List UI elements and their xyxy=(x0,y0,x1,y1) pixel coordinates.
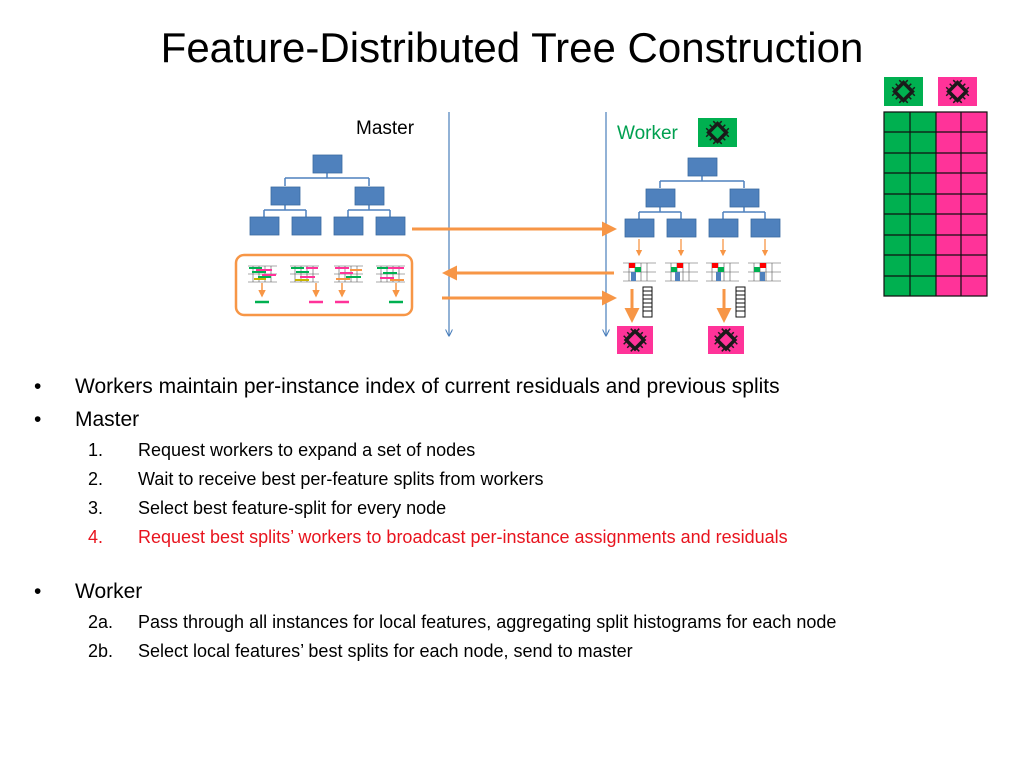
index-list-icon xyxy=(642,286,653,318)
bullet-item: • Workers maintain per-instance index of… xyxy=(0,370,1024,403)
master-histogram-box xyxy=(234,253,414,317)
chip-icon-green xyxy=(698,118,737,147)
tree-node xyxy=(333,216,364,236)
master-label: Master xyxy=(356,118,415,139)
tree-node xyxy=(312,154,343,174)
chip-icon-pink xyxy=(708,326,744,354)
tree-node xyxy=(708,218,739,238)
worker-step: 2b. Select local features’ best splits f… xyxy=(88,641,633,661)
master-heading: Master xyxy=(75,408,140,431)
worker-step: 2a. Pass through all instances for local… xyxy=(88,612,837,632)
tree-node xyxy=(645,188,676,208)
tree-node xyxy=(270,186,301,206)
master-step: 2. Wait to receive best per-feature spli… xyxy=(88,469,544,489)
bullet-item: • Master xyxy=(0,403,1024,436)
bullet-list: • Workers maintain per-instance index of… xyxy=(0,370,1024,666)
tree-node xyxy=(666,218,697,238)
tree-node xyxy=(624,218,655,238)
worker-tree-nodes xyxy=(624,157,781,238)
worker-label: Worker xyxy=(617,123,678,144)
master-tree xyxy=(263,173,391,217)
tree-node xyxy=(687,157,718,177)
tree-node xyxy=(729,188,760,208)
tree-node xyxy=(249,216,280,236)
master-step: 3. Select best feature-split for every n… xyxy=(88,498,447,518)
tree-node xyxy=(354,186,385,206)
workers-note: Workers maintain per-instance index of c… xyxy=(75,375,780,398)
worker-tree xyxy=(638,176,766,219)
master-step-highlighted: 4. Request best splits’ workers to broad… xyxy=(88,527,788,547)
tree-node xyxy=(375,216,406,236)
master-histogram-marks xyxy=(249,267,404,281)
tree-construction-diagram xyxy=(234,77,988,354)
chip-icon-green xyxy=(884,77,923,106)
master-tree-nodes xyxy=(249,154,406,236)
slide-title: Feature-Distributed Tree Construction xyxy=(160,24,864,71)
broadcast-arrows xyxy=(624,289,732,323)
master-histogram-arrows xyxy=(258,283,400,298)
chip-icon-pink xyxy=(938,77,977,106)
tree-node xyxy=(750,218,781,238)
worker-tree-arrows xyxy=(635,239,769,257)
worker-heading: Worker xyxy=(75,580,143,603)
worker-histogram-cells xyxy=(629,263,766,281)
bullet-item: • Worker xyxy=(0,575,1024,608)
master-step: 1. Request workers to expand a set of no… xyxy=(88,440,476,460)
index-list-icon xyxy=(735,286,746,318)
chip-icon-pink xyxy=(617,326,653,354)
feature-partition-matrix xyxy=(883,111,988,297)
tree-node xyxy=(291,216,322,236)
